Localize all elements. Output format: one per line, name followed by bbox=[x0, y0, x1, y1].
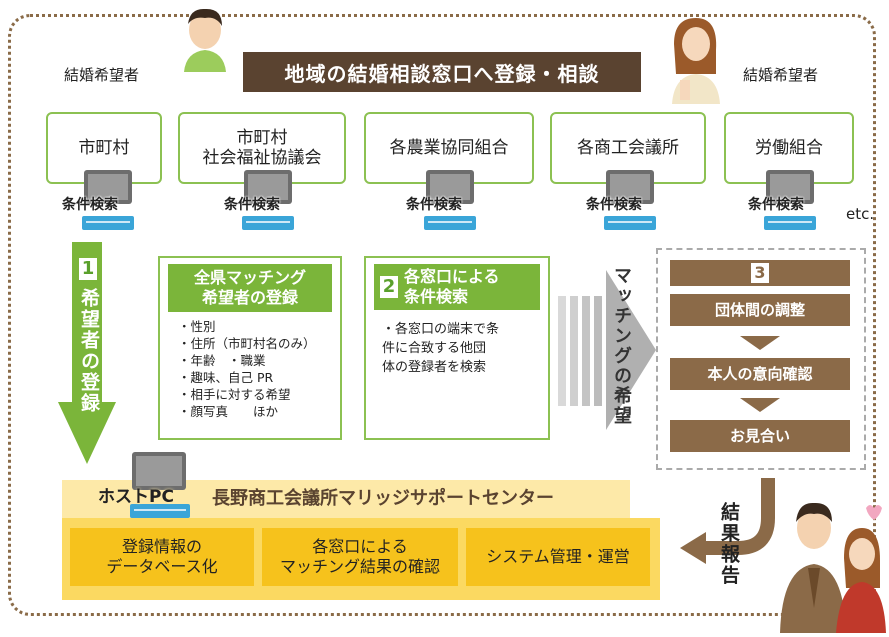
computer-icon bbox=[82, 170, 134, 230]
registration-item: ・相手に対する希望 bbox=[178, 387, 291, 402]
host-pc-label: ホストPC bbox=[98, 487, 174, 507]
computer-icon bbox=[604, 170, 656, 230]
step2-body: ・各窓口の端末で条 件に合致する他団 体の登録者を検索 bbox=[382, 322, 500, 375]
step2-title: 各窓口による 条件検索 bbox=[404, 267, 500, 306]
registration-item: ・趣味、自己 PR bbox=[178, 370, 274, 385]
step3-number: 3 bbox=[751, 263, 769, 283]
registration-panel: 全県マッチング 希望者の登録 ・性別 ・住所（市町村名のみ） ・年齢 ・職業 ・… bbox=[158, 256, 342, 440]
search-label: 条件検索 bbox=[748, 197, 804, 213]
woman-icon bbox=[664, 14, 724, 104]
computer-icon bbox=[242, 170, 294, 230]
computer-icon bbox=[764, 170, 816, 230]
dotted-frame bbox=[8, 14, 876, 616]
terminal-4: 条件検索 bbox=[584, 168, 684, 234]
support-center-name: 長野商工会議所マリッジサポートセンター bbox=[212, 488, 554, 509]
matching-arrow bbox=[558, 270, 658, 430]
terminal-1: 条件検索 bbox=[62, 168, 162, 234]
page-title: 地域の結婚相談窓口へ登録・相談 bbox=[243, 52, 641, 92]
step1-text: 希望者の登録 bbox=[78, 288, 100, 414]
computer-icon bbox=[424, 170, 476, 230]
left-applicant-label: 結婚希望者 bbox=[64, 66, 140, 84]
step3-intention: 本人の意向確認 bbox=[670, 358, 850, 390]
couple-icon bbox=[774, 488, 886, 633]
etc-label: etc. bbox=[846, 205, 875, 223]
terminal-5: 条件検索 bbox=[744, 168, 844, 234]
step3-header: 3 bbox=[670, 260, 850, 286]
right-applicant-label: 結婚希望者 bbox=[743, 66, 819, 84]
search-label: 条件検索 bbox=[224, 197, 280, 213]
database-box: 登録情報の データベース化 bbox=[70, 528, 254, 586]
result-arrow bbox=[672, 478, 782, 578]
registration-list: ・性別 ・住所（市町村名のみ） ・年齢 ・職業 ・趣味、自己 PR ・相手に対す… bbox=[178, 318, 340, 420]
step2-number: 2 bbox=[380, 276, 398, 298]
search-label: 条件検索 bbox=[586, 197, 642, 213]
man-icon bbox=[178, 6, 232, 72]
registration-item: ・性別 bbox=[178, 319, 216, 334]
system-admin-box: システム管理・運営 bbox=[466, 528, 650, 586]
registration-item: ・年齢 ・職業 bbox=[178, 353, 266, 368]
down-arrow-icon bbox=[740, 398, 780, 412]
window-agri-coop: 各農業協同組合 bbox=[364, 112, 534, 184]
terminal-2: 条件検索 bbox=[222, 168, 322, 234]
host-computer bbox=[120, 448, 200, 522]
registration-title: 全県マッチング 希望者の登録 bbox=[168, 264, 332, 312]
step3-panel: 3 団体間の調整 本人の意向確認 お見合い bbox=[656, 248, 866, 470]
step2-header: 2 各窓口による 条件検索 bbox=[374, 264, 540, 310]
terminal-3: 条件検索 bbox=[404, 168, 504, 234]
computer-icon bbox=[130, 452, 190, 518]
search-label: 条件検索 bbox=[62, 197, 118, 213]
registration-item: ・顔写真 ほか bbox=[178, 404, 279, 419]
registration-item: ・住所（市町村名のみ） bbox=[178, 336, 316, 351]
matching-hope-label: マッチングの希望 bbox=[611, 266, 632, 426]
result-report-label: 結果報告 bbox=[718, 502, 740, 586]
matching-confirm-box: 各窓口による マッチング結果の確認 bbox=[262, 528, 458, 586]
step2-panel: 2 各窓口による 条件検索 ・各窓口の端末で条 件に合致する他団 体の登録者を検… bbox=[364, 256, 550, 440]
search-label: 条件検索 bbox=[406, 197, 462, 213]
step1-number: 1 bbox=[79, 258, 97, 280]
step3-coordination: 団体間の調整 bbox=[670, 294, 850, 326]
step3-meeting: お見合い bbox=[670, 420, 850, 452]
down-arrow-icon bbox=[740, 336, 780, 350]
